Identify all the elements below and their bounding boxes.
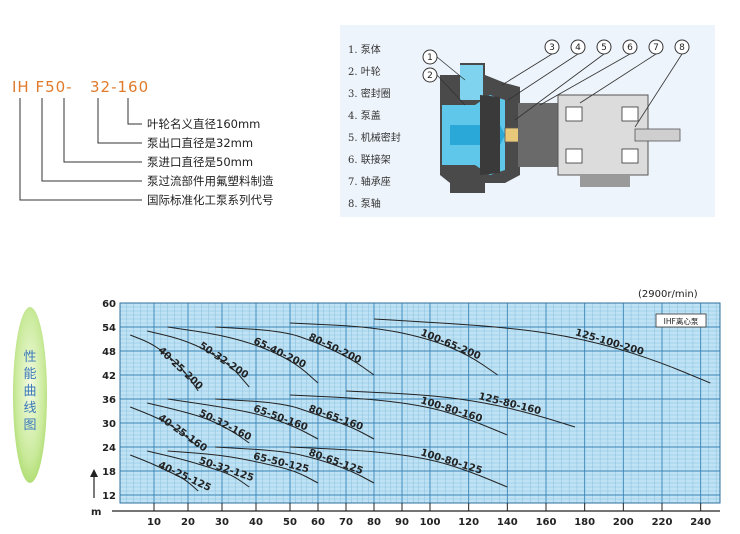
callout-4: 4	[575, 43, 581, 53]
x-tick-label: 20	[181, 517, 195, 528]
x-tick-label: 80	[367, 517, 381, 528]
x-tick-label: 140	[497, 517, 518, 528]
title-char-2: 能	[23, 367, 36, 382]
chart-curves	[130, 318, 711, 492]
curve-65-50-125	[167, 450, 319, 484]
part-label-2: 2. 叶轮	[348, 65, 381, 78]
x-tick-label: 10	[147, 517, 161, 528]
title-char-4: 线	[23, 401, 36, 416]
model-code-prefix: IH F50-	[12, 78, 73, 96]
part-label-4: 4. 泵盖	[348, 109, 381, 122]
curve-100-65-200	[289, 322, 498, 376]
curve-50-32-200	[147, 330, 250, 388]
plot-frame	[119, 302, 721, 504]
curve-50-32-160	[147, 402, 250, 444]
curve-100-80-160	[289, 394, 508, 436]
x-tick-label: 160	[536, 517, 557, 528]
pump-body	[440, 63, 681, 193]
callout-7: 7	[653, 43, 659, 53]
callout-2: 2	[427, 71, 433, 81]
title-ellipse	[13, 307, 47, 483]
part-label-7: 7. 轴承座	[348, 175, 391, 188]
callout-8: 8	[679, 43, 685, 53]
curve-100-80-125	[289, 446, 508, 488]
model-desc-material: 泵过流部件用氟塑料制造	[147, 174, 274, 188]
performance-title: 性 能 曲 线 图	[13, 307, 47, 483]
y-tick-label: 54	[102, 323, 116, 334]
curve-80-65-125	[215, 446, 375, 484]
box-label: IHF离心泵	[664, 316, 699, 326]
callout-5: 5	[601, 43, 607, 53]
curve-65-50-160	[167, 398, 319, 440]
part-label-8: 8. 泵轴	[348, 197, 381, 210]
callout-numbers: 1 2 3 4 5 6 7 8	[427, 43, 685, 81]
x-tick-label: 90	[395, 517, 409, 528]
title-char-1: 性	[23, 350, 36, 365]
y-tick-label: 18	[102, 467, 116, 478]
y-tick-label: 30	[102, 419, 116, 430]
x-tick-label: 60	[311, 517, 325, 528]
box-label-frame	[655, 313, 707, 328]
x-tick-label: 50	[283, 517, 297, 528]
x-tick-label: 100	[420, 517, 441, 528]
curve-125-100-200	[373, 318, 711, 384]
y-tick-label: 42	[102, 371, 116, 382]
curve-125-80-160	[345, 390, 576, 428]
speed-label: (2900r/min)	[638, 289, 698, 300]
curve-40-25-160	[130, 406, 199, 448]
model-code-suffix: 32-160	[90, 78, 149, 96]
part-label-6: 6. 联接架	[348, 153, 391, 166]
curve-40-25-200	[130, 334, 199, 392]
model-desc-impeller: 叶轮名义直径160mm	[147, 117, 260, 131]
curve-80-65-160	[215, 398, 375, 440]
model-desc-inlet: 泵进口直径是50mm	[147, 155, 253, 169]
title-char-3: 曲	[23, 384, 36, 399]
callout-6: 6	[627, 43, 633, 53]
performance-chart: 12 18 24 30 36 42 48 54 60 10 20 30 40 50 60 70 80 90 100 1…	[90, 289, 721, 528]
y-unit-label: m	[91, 507, 101, 518]
x-tick-label: 220	[652, 517, 673, 528]
x-tick-label: 200	[613, 517, 634, 528]
part-label-5: 5. 机械密封	[348, 131, 401, 144]
y-tick-label: 12	[102, 491, 116, 502]
x-tick-label: 120	[458, 517, 479, 528]
curve-65-40-200	[167, 326, 319, 384]
x-tick-label: 70	[339, 517, 353, 528]
model-desc-series: 国际标准化工泵系列代号	[147, 193, 274, 207]
curve-50-32-125	[147, 450, 250, 488]
curve-80-50-200	[215, 326, 375, 376]
x-tick-label: 240	[690, 517, 711, 528]
callout-leaders	[436, 53, 683, 128]
y-unit: m	[90, 469, 101, 518]
x-tick-label: 40	[249, 517, 263, 528]
y-tick-label: 36	[102, 395, 116, 406]
model-desc-outlet: 泵出口直径是32mm	[147, 136, 253, 150]
part-label-3: 3. 密封圈	[348, 87, 391, 100]
chart-ticks: 12 18 24 30 36 42 48 54 60 10 20 30 40 50 60 70 80 90 100 1…	[102, 299, 720, 528]
y-tick-label: 60	[102, 299, 116, 310]
model-code-panel: IH F50- 32-160 叶轮名义直径160mm 泵出口直径是32mm 泵进…	[12, 78, 274, 207]
y-tick-label: 48	[102, 347, 116, 358]
title-char-5: 图	[23, 418, 36, 433]
part-list: 1. 泵体 2. 叶轮 3. 密封圈 4. 泵盖 5. 机械密封 6. 联接架 …	[348, 44, 401, 210]
x-tick-label: 180	[574, 517, 595, 528]
pump-diagram: 1. 泵体 2. 叶轮 3. 密封圈 4. 泵盖 5. 机械密封 6. 联接架 …	[340, 25, 715, 217]
curve-40-25-125	[130, 454, 199, 492]
y-tick-label: 24	[102, 443, 116, 454]
callout-1: 1	[427, 53, 433, 63]
callout-3: 3	[549, 43, 555, 53]
callout-circles	[422, 39, 690, 83]
x-tick-label: 30	[215, 517, 229, 528]
part-label-1: 1. 泵体	[348, 44, 381, 56]
model-connector-lines	[19, 98, 142, 201]
